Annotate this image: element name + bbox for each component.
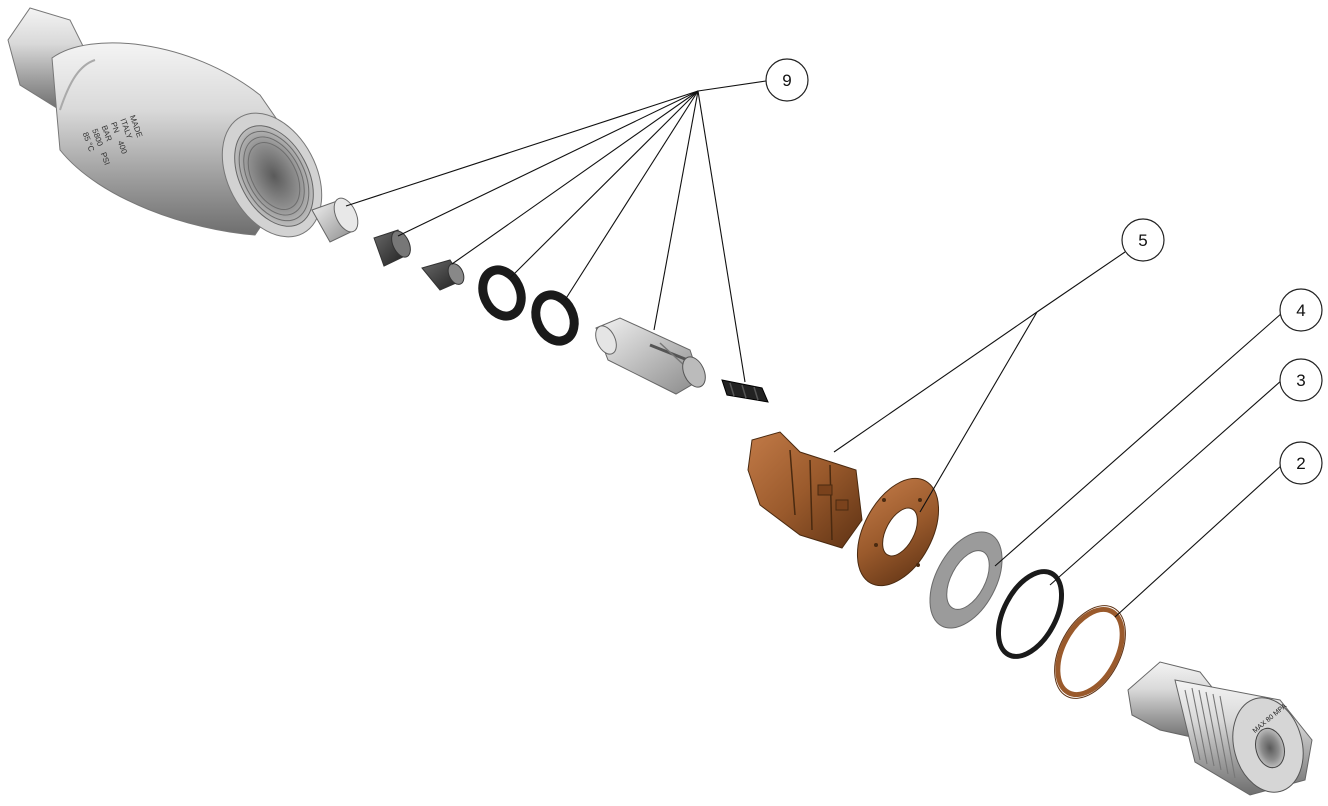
callout-3: 3 bbox=[1279, 358, 1323, 402]
flat-gasket bbox=[929, 531, 1003, 629]
bronze-disc bbox=[856, 477, 940, 587]
seat-cup bbox=[311, 197, 359, 243]
bronze-cage bbox=[747, 431, 863, 549]
callout-label: 4 bbox=[1296, 301, 1305, 320]
callout-label: 5 bbox=[1138, 231, 1147, 250]
callout-5: 5 bbox=[1121, 218, 1165, 262]
valve-stem bbox=[595, 317, 706, 395]
spring-pin bbox=[721, 379, 769, 403]
callout-4: 4 bbox=[1279, 288, 1323, 332]
bronze-ring bbox=[1054, 605, 1126, 699]
small-poppet bbox=[421, 259, 465, 291]
o-ring-2 bbox=[531, 290, 579, 346]
engraving-line: 400 bbox=[116, 139, 129, 155]
callout-label: 3 bbox=[1296, 371, 1305, 390]
large-o-ring bbox=[995, 569, 1065, 659]
leader-line-3 bbox=[1049, 379, 1283, 586]
leader-lines-5 bbox=[833, 251, 1126, 513]
valve-body: MADE ITALY PN 400 BAR 5800 PSI 85 °C bbox=[7, 7, 323, 238]
engraving-line: PSI bbox=[99, 151, 112, 166]
threaded-fitting: MAX 80 MPA bbox=[1127, 661, 1313, 796]
o-ring-1 bbox=[478, 265, 526, 321]
leader-line-4 bbox=[994, 312, 1283, 567]
callout-9: 9 bbox=[765, 58, 809, 102]
leader-line-2 bbox=[1114, 464, 1283, 618]
callout-2: 2 bbox=[1279, 441, 1323, 485]
leader-lines-9 bbox=[345, 80, 767, 383]
callout-label: 9 bbox=[782, 71, 791, 90]
callout-label: 2 bbox=[1296, 454, 1305, 473]
plug-insert bbox=[373, 229, 411, 267]
engraving-line: PN bbox=[109, 121, 121, 135]
